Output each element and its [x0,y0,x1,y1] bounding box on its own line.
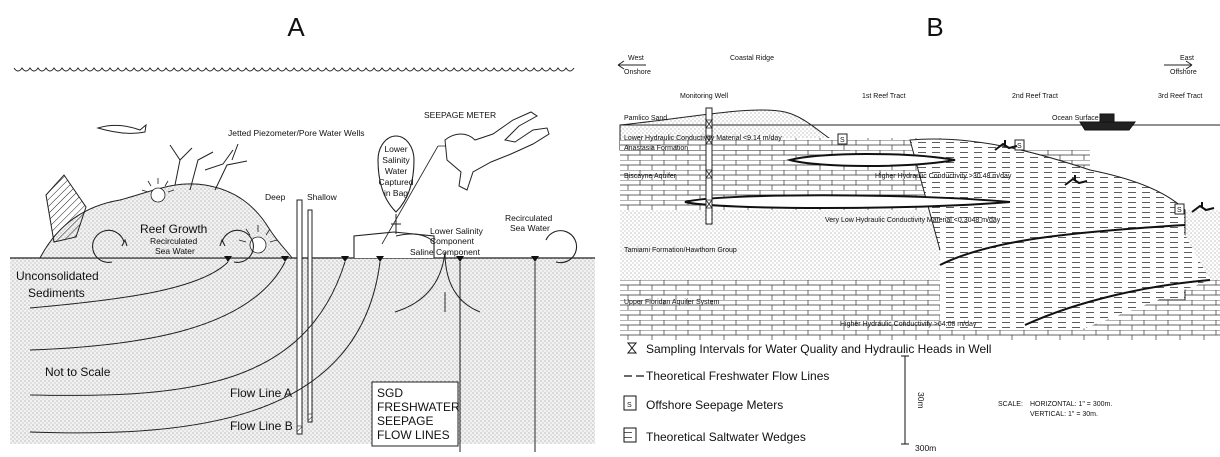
diver-icon [445,112,549,190]
seepage-marker-s-3: S [1177,207,1182,214]
label-bag-3: Water [385,166,408,176]
shark-icon [98,125,146,133]
legend-hourglass-icon [628,343,636,353]
legend-item-2: Theoretical Freshwater Flow Lines [646,369,829,383]
shallow-well [308,210,312,422]
label-bag-1: Lower [384,144,407,154]
panel-b-diagram: B West Onshore East Offshore Coastal Rid… [610,0,1220,452]
east-arrow-icon [1164,61,1192,69]
label-monitoring-well: Monitoring Well [680,93,729,100]
label-anastasia: Anastasia Formation [624,145,688,152]
label-reef2: 2nd Reef Tract [1012,93,1058,100]
legend-box-s-letter: S [627,402,632,409]
scale-vertical: VERTICAL: 1" = 30m. [1030,411,1098,418]
label-recirc-left-1: Recirculated [150,236,198,246]
legend-box-lines-icon [624,428,636,442]
panel-b-letter: B [926,12,943,42]
label-recirc-right-2: Sea Water [510,223,550,233]
deep-well [297,200,302,434]
sea-surface-waves [14,68,574,71]
seepage-marker-s-1: S [840,137,845,144]
panel-a-diagram: A [0,0,600,452]
label-lower-salinity-1: Lower Salinity [430,226,484,236]
label-tamiami: Tamiami Formation/Hawthorn Group [624,247,737,254]
label-recirc-left-2: Sea Water [155,246,195,256]
label-onshore: Onshore [624,69,651,76]
legend-item-1: Sampling Intervals for Water Quality and… [646,342,991,356]
label-not-to-scale: Not to Scale [45,365,111,379]
label-bag-2: Salinity [382,155,410,165]
label-offshore: Offshore [1170,69,1197,76]
label-pamlico: Pamlico Sand [624,115,667,122]
coral-branching [170,144,247,190]
label-flow-line-b: Flow Line B [230,419,293,433]
label-higher-k1: Higher Hydraulic Conductivity >30.48 m/d… [875,173,1012,180]
label-reef1: 1st Reef Tract [862,93,906,100]
seepage-marker-s-2: S [1017,143,1022,150]
label-upper-floridan: Upper Floridan Aquifer System [624,299,719,306]
label-east: East [1180,55,1194,62]
scale-vertical-bar-label: 30m [916,392,926,409]
label-recirc-right-1: Recirculated [505,213,553,223]
label-shallow: Shallow [307,192,338,202]
label-sgd-3: SEEPAGE [377,414,433,428]
west-arrow-icon [618,61,646,69]
legend-item-3: Offshore Seepage Meters [646,398,783,412]
label-seepage-meter: SEEPAGE METER [424,110,496,120]
label-reef3: 3rd Reef Tract [1158,93,1202,100]
legend: Sampling Intervals for Water Quality and… [624,342,991,444]
label-unconsolidated-2: Sediments [28,286,85,300]
label-bag-4: Captured [379,177,414,187]
label-lower-salinity-2: Component [430,236,475,246]
label-bag-5: in Bag [384,188,408,198]
label-very-low-k: Very Low Hydraulic Conductivity Material… [825,217,1001,224]
scale-horizontal: HORIZONTAL: 1" = 300m. [1030,401,1112,408]
panel-a: A [0,0,600,452]
label-ocean-surface: Ocean Surface [1052,115,1099,122]
label-coastal-ridge: Coastal Ridge [730,55,774,62]
label-jetted-piezometer: Jetted Piezometer/Pore Water Wells [228,128,365,138]
label-flow-line-a: Flow Line A [230,386,292,400]
label-sgd-4: FLOW LINES [377,428,450,442]
label-saline-component: Saline Component [410,247,481,257]
label-deep: Deep [265,192,286,202]
legend-item-4: Theoretical Saltwater Wedges [646,430,806,444]
label-higher-k2: Higher Hydraulic Conductivity >64.08 m/d… [840,321,977,328]
label-sgd-1: SGD [377,386,403,400]
panel-b: B West Onshore East Offshore Coastal Rid… [610,0,1220,452]
label-biscayne: Biscayne Aquifer [624,173,677,180]
label-reef-growth: Reef Growth [140,222,207,236]
label-unconsolidated-1: Unconsolidated [16,269,99,283]
label-west: West [628,55,644,62]
panel-a-letter: A [287,12,305,42]
label-sgd-2: FRESHWATER [377,400,460,414]
scale-label: SCALE: [998,401,1023,408]
label-lower-k: Lower Hydraulic Conductivity Material <9… [624,135,782,142]
scale-bar: 30m SCALE: HORIZONTAL: 1" = 300m. VERTIC… [901,356,1112,452]
scale-bottom-label: 300m [915,443,936,452]
